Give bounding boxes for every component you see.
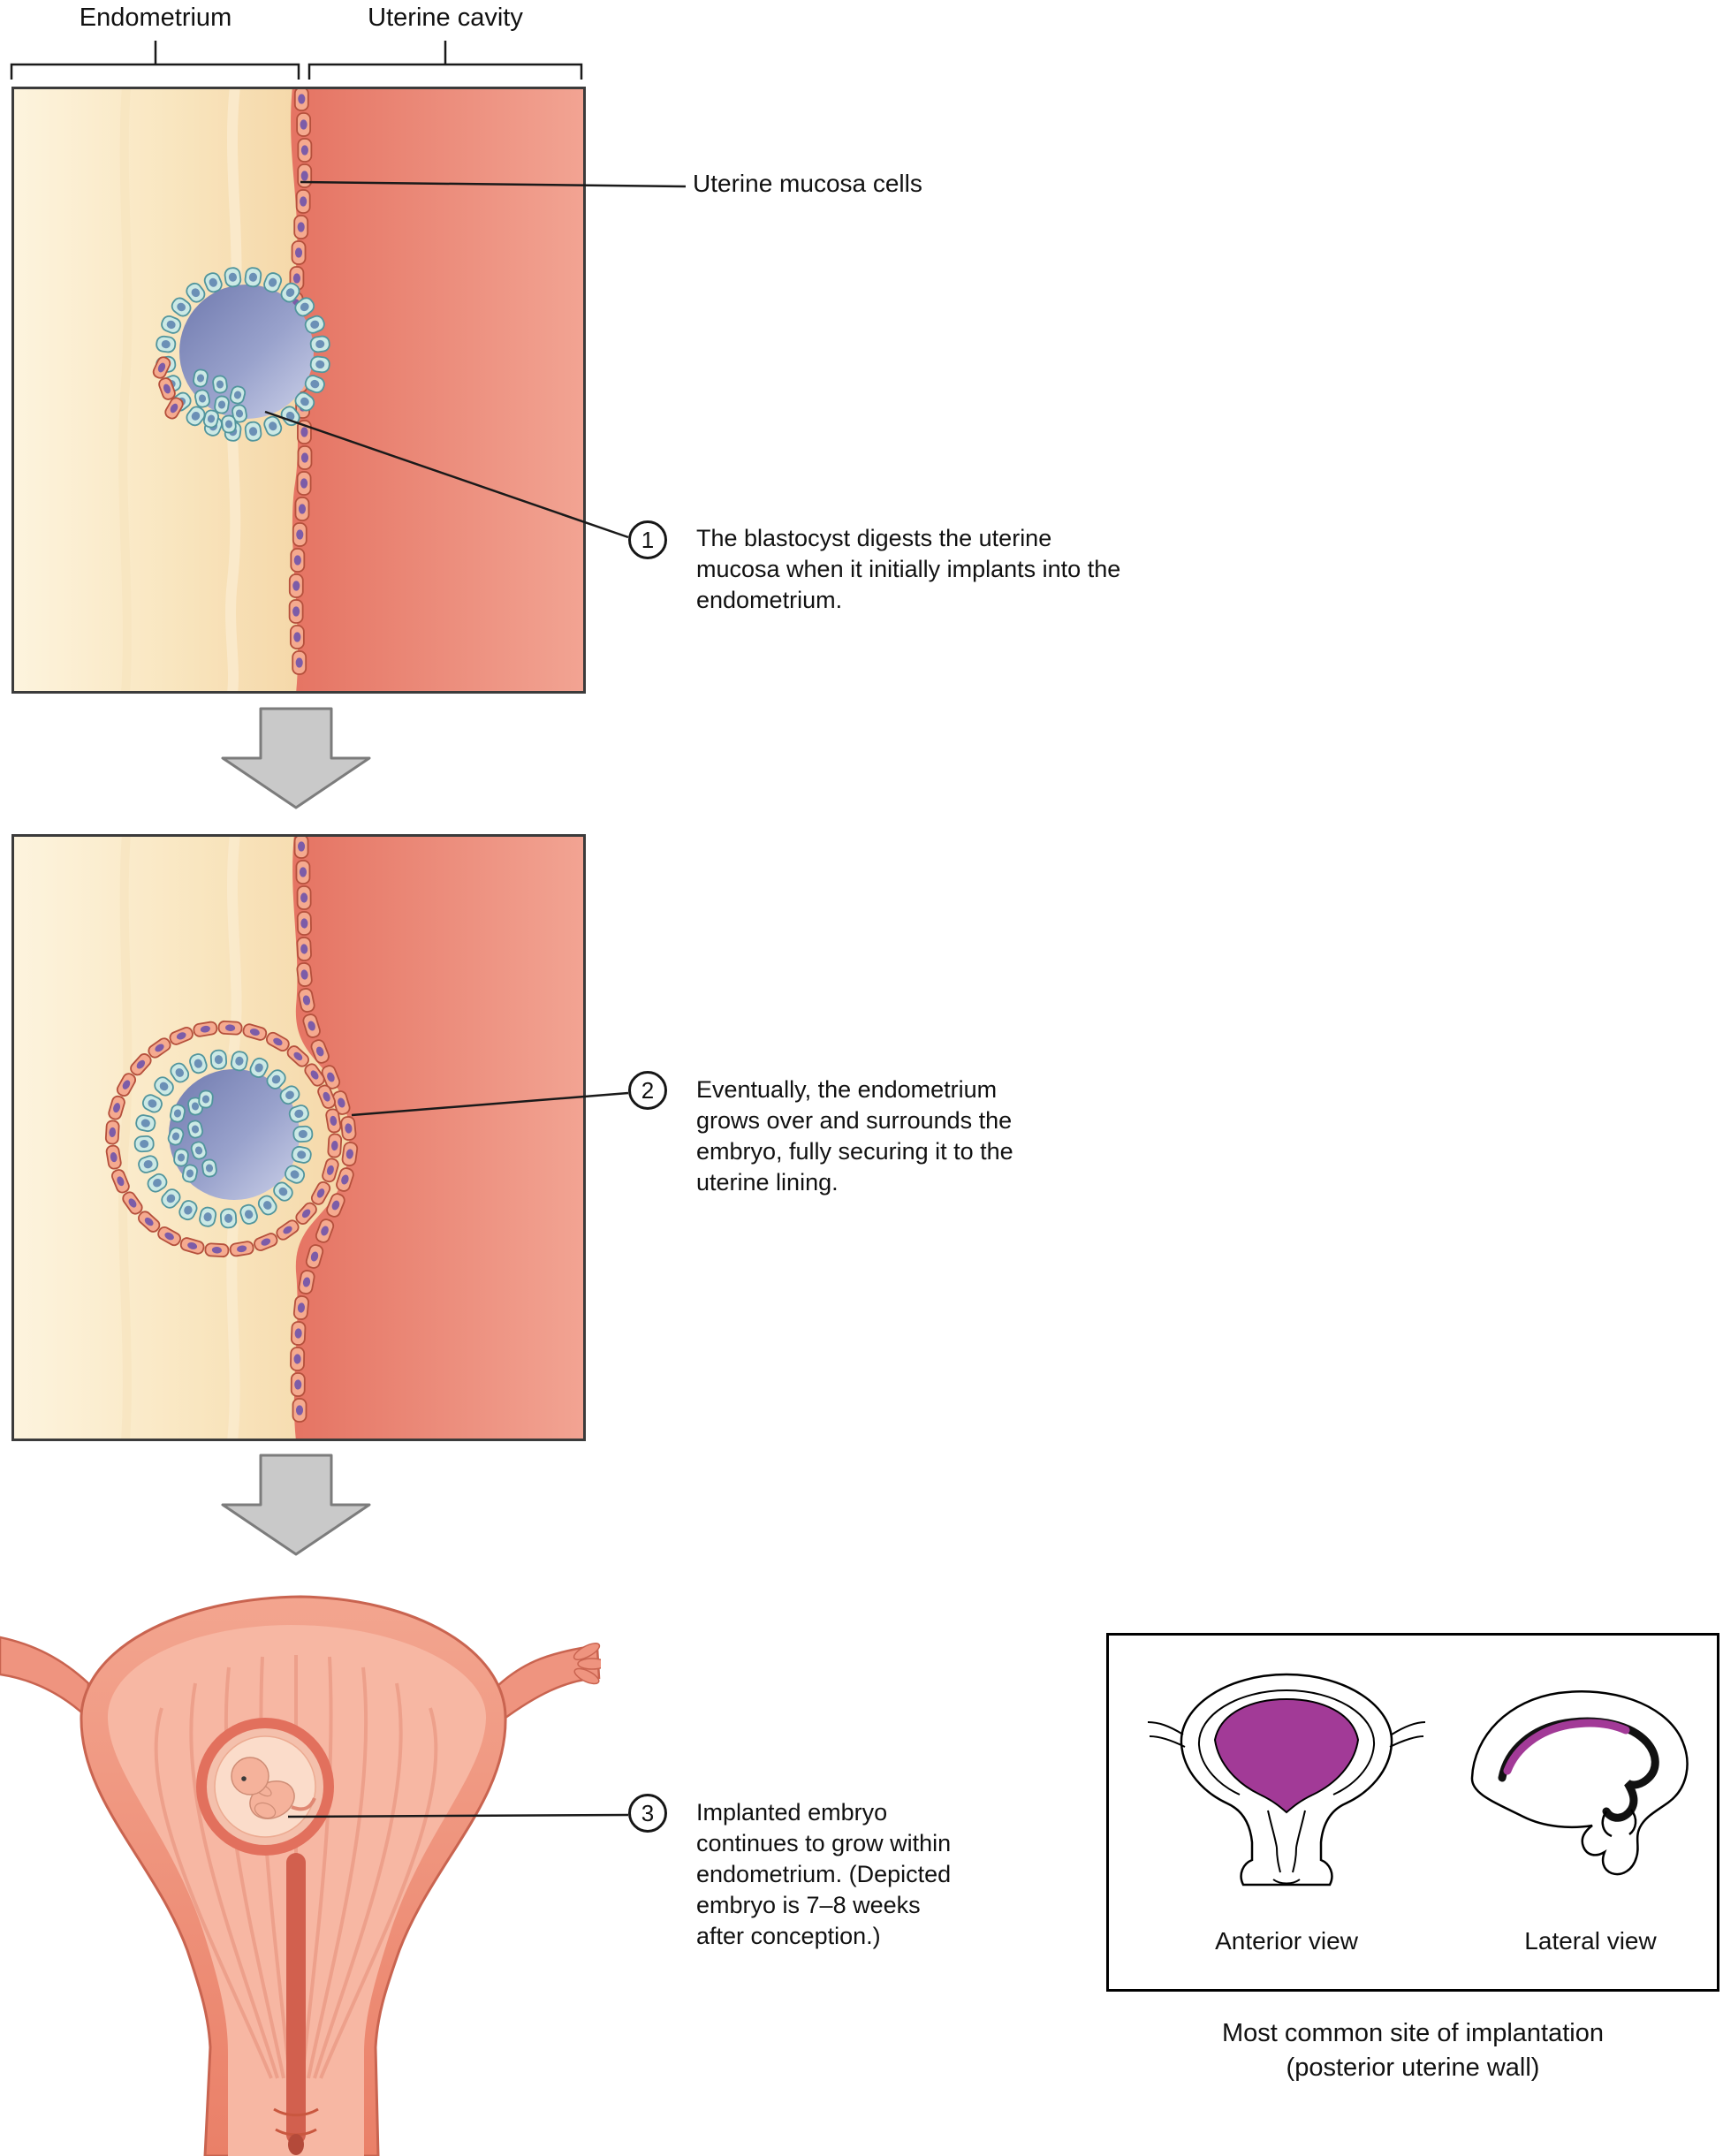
mucosa-cell-column bbox=[290, 834, 359, 1423]
endometrium-bracket bbox=[10, 41, 300, 80]
step-3-digit: 3 bbox=[641, 1799, 655, 1826]
step-1-number: 1 bbox=[628, 520, 667, 559]
fallopian-tube-left bbox=[0, 1636, 90, 1719]
step-3-text: Implanted embryo continues to grow withi… bbox=[696, 1799, 952, 1950]
trophoblast-ring bbox=[133, 1049, 314, 1229]
tube-right-line bbox=[1391, 1721, 1426, 1735]
step-2-digit: 2 bbox=[641, 1076, 655, 1104]
embedded-blastocyst-illustration bbox=[104, 1020, 343, 1258]
panel-2-embryo-surrounded bbox=[11, 834, 586, 1441]
inset-caption-line2: (posterior uterine wall) bbox=[1286, 2054, 1540, 2083]
inset-caption: Most common site of implantation (poster… bbox=[1106, 2016, 1719, 2085]
embryo-eye bbox=[241, 1776, 247, 1781]
down-arrow-icon bbox=[221, 1454, 371, 1556]
anterior-view-diagram bbox=[1147, 1673, 1426, 1886]
step-1-digit: 1 bbox=[641, 526, 655, 553]
implantation-site-inset: Anterior view Lateral view bbox=[1106, 1633, 1719, 1992]
step-2-text: Eventually, the endometrium grows over a… bbox=[696, 1076, 1013, 1196]
step-1-text: The blastocyst digests the uterine mucos… bbox=[696, 525, 1121, 614]
lateral-view-diagram bbox=[1470, 1690, 1689, 1876]
blastocyst-illustration bbox=[152, 267, 330, 442]
implantation-site-highlight-anterior bbox=[1213, 1697, 1360, 1814]
down-arrow-icon bbox=[221, 707, 371, 809]
fimbriae bbox=[573, 1643, 601, 1685]
uterine-canal bbox=[286, 1853, 306, 2145]
covering-endometrium-ring bbox=[104, 1020, 343, 1258]
step-3-number: 3 bbox=[628, 1794, 667, 1833]
uterine-cavity-bracket bbox=[307, 41, 583, 80]
embryo-illustration bbox=[231, 1757, 316, 1819]
lateral-view-label: Lateral view bbox=[1524, 1927, 1657, 1955]
step-2-number: 2 bbox=[628, 1071, 667, 1110]
digested-mucosa-cells bbox=[152, 356, 184, 420]
panel-1-blastocyst-implanting bbox=[11, 87, 586, 694]
inner-cell-mass bbox=[193, 368, 247, 434]
inset-caption-line1: Most common site of implantation bbox=[1222, 2019, 1604, 2047]
uterine-mucosa-cells-label: Uterine mucosa cells bbox=[693, 170, 922, 197]
inner-cell-mass bbox=[167, 1089, 217, 1183]
umbilical-cord bbox=[291, 1797, 316, 1811]
uterine-cavity-label: Uterine cavity bbox=[368, 4, 523, 32]
uterus-illustration bbox=[0, 1595, 601, 2156]
anterior-view-label: Anterior view bbox=[1215, 1927, 1358, 1955]
endometrium-label: Endometrium bbox=[79, 4, 232, 32]
tube-left-line bbox=[1147, 1721, 1184, 1735]
endometrium-region bbox=[11, 87, 299, 694]
implantation-site-highlight-lateral bbox=[1503, 1719, 1630, 1775]
